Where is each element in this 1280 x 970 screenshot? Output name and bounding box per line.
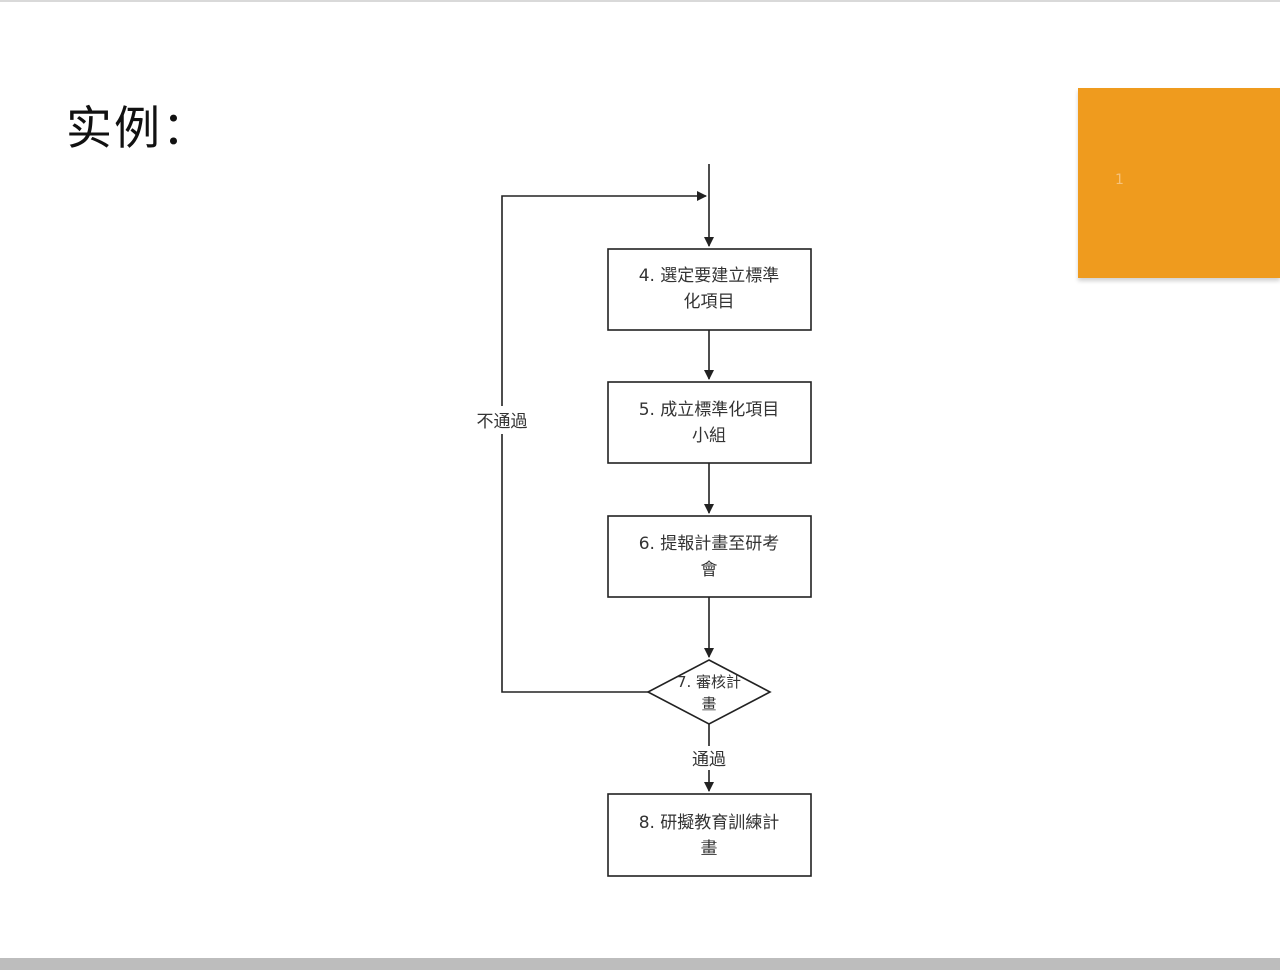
step5-label-line1: 5. 成立標準化項目 bbox=[639, 400, 780, 420]
step4-label-line1: 4. 選定要建立標準 bbox=[639, 266, 780, 286]
slide-title: 实例： bbox=[66, 101, 210, 155]
process-box-step6 bbox=[607, 515, 812, 598]
fail-label-background bbox=[468, 406, 536, 434]
process-box-step4 bbox=[607, 248, 812, 331]
pass-edge-label: 通過 bbox=[692, 750, 726, 770]
accent-block bbox=[1078, 88, 1280, 278]
process-box-step5 bbox=[607, 381, 812, 464]
loop-back-connector bbox=[501, 191, 707, 693]
slide-top-border bbox=[0, 0, 1280, 2]
decision-diamond-step7 bbox=[646, 659, 772, 725]
step4-label-line2: 化項目 bbox=[684, 292, 735, 312]
step5-label-line2: 小組 bbox=[692, 426, 726, 446]
pass-label-background bbox=[684, 746, 734, 770]
slide-bottom-border bbox=[0, 958, 1280, 970]
process-box-step8 bbox=[607, 793, 812, 877]
step7-label-line1: 7. 審核計 bbox=[677, 673, 741, 691]
step8-label-line1: 8. 研擬教育訓練計 bbox=[639, 813, 780, 833]
accent-block-text: 1 bbox=[1115, 172, 1124, 188]
step7-label-line2: 畫 bbox=[701, 695, 716, 713]
step6-label-line1: 6. 提報計畫至研考 bbox=[639, 534, 780, 554]
step6-label-line2: 會 bbox=[701, 560, 718, 580]
fail-edge-label: 不通過 bbox=[477, 412, 528, 432]
step8-label-line2: 畫 bbox=[701, 839, 718, 859]
